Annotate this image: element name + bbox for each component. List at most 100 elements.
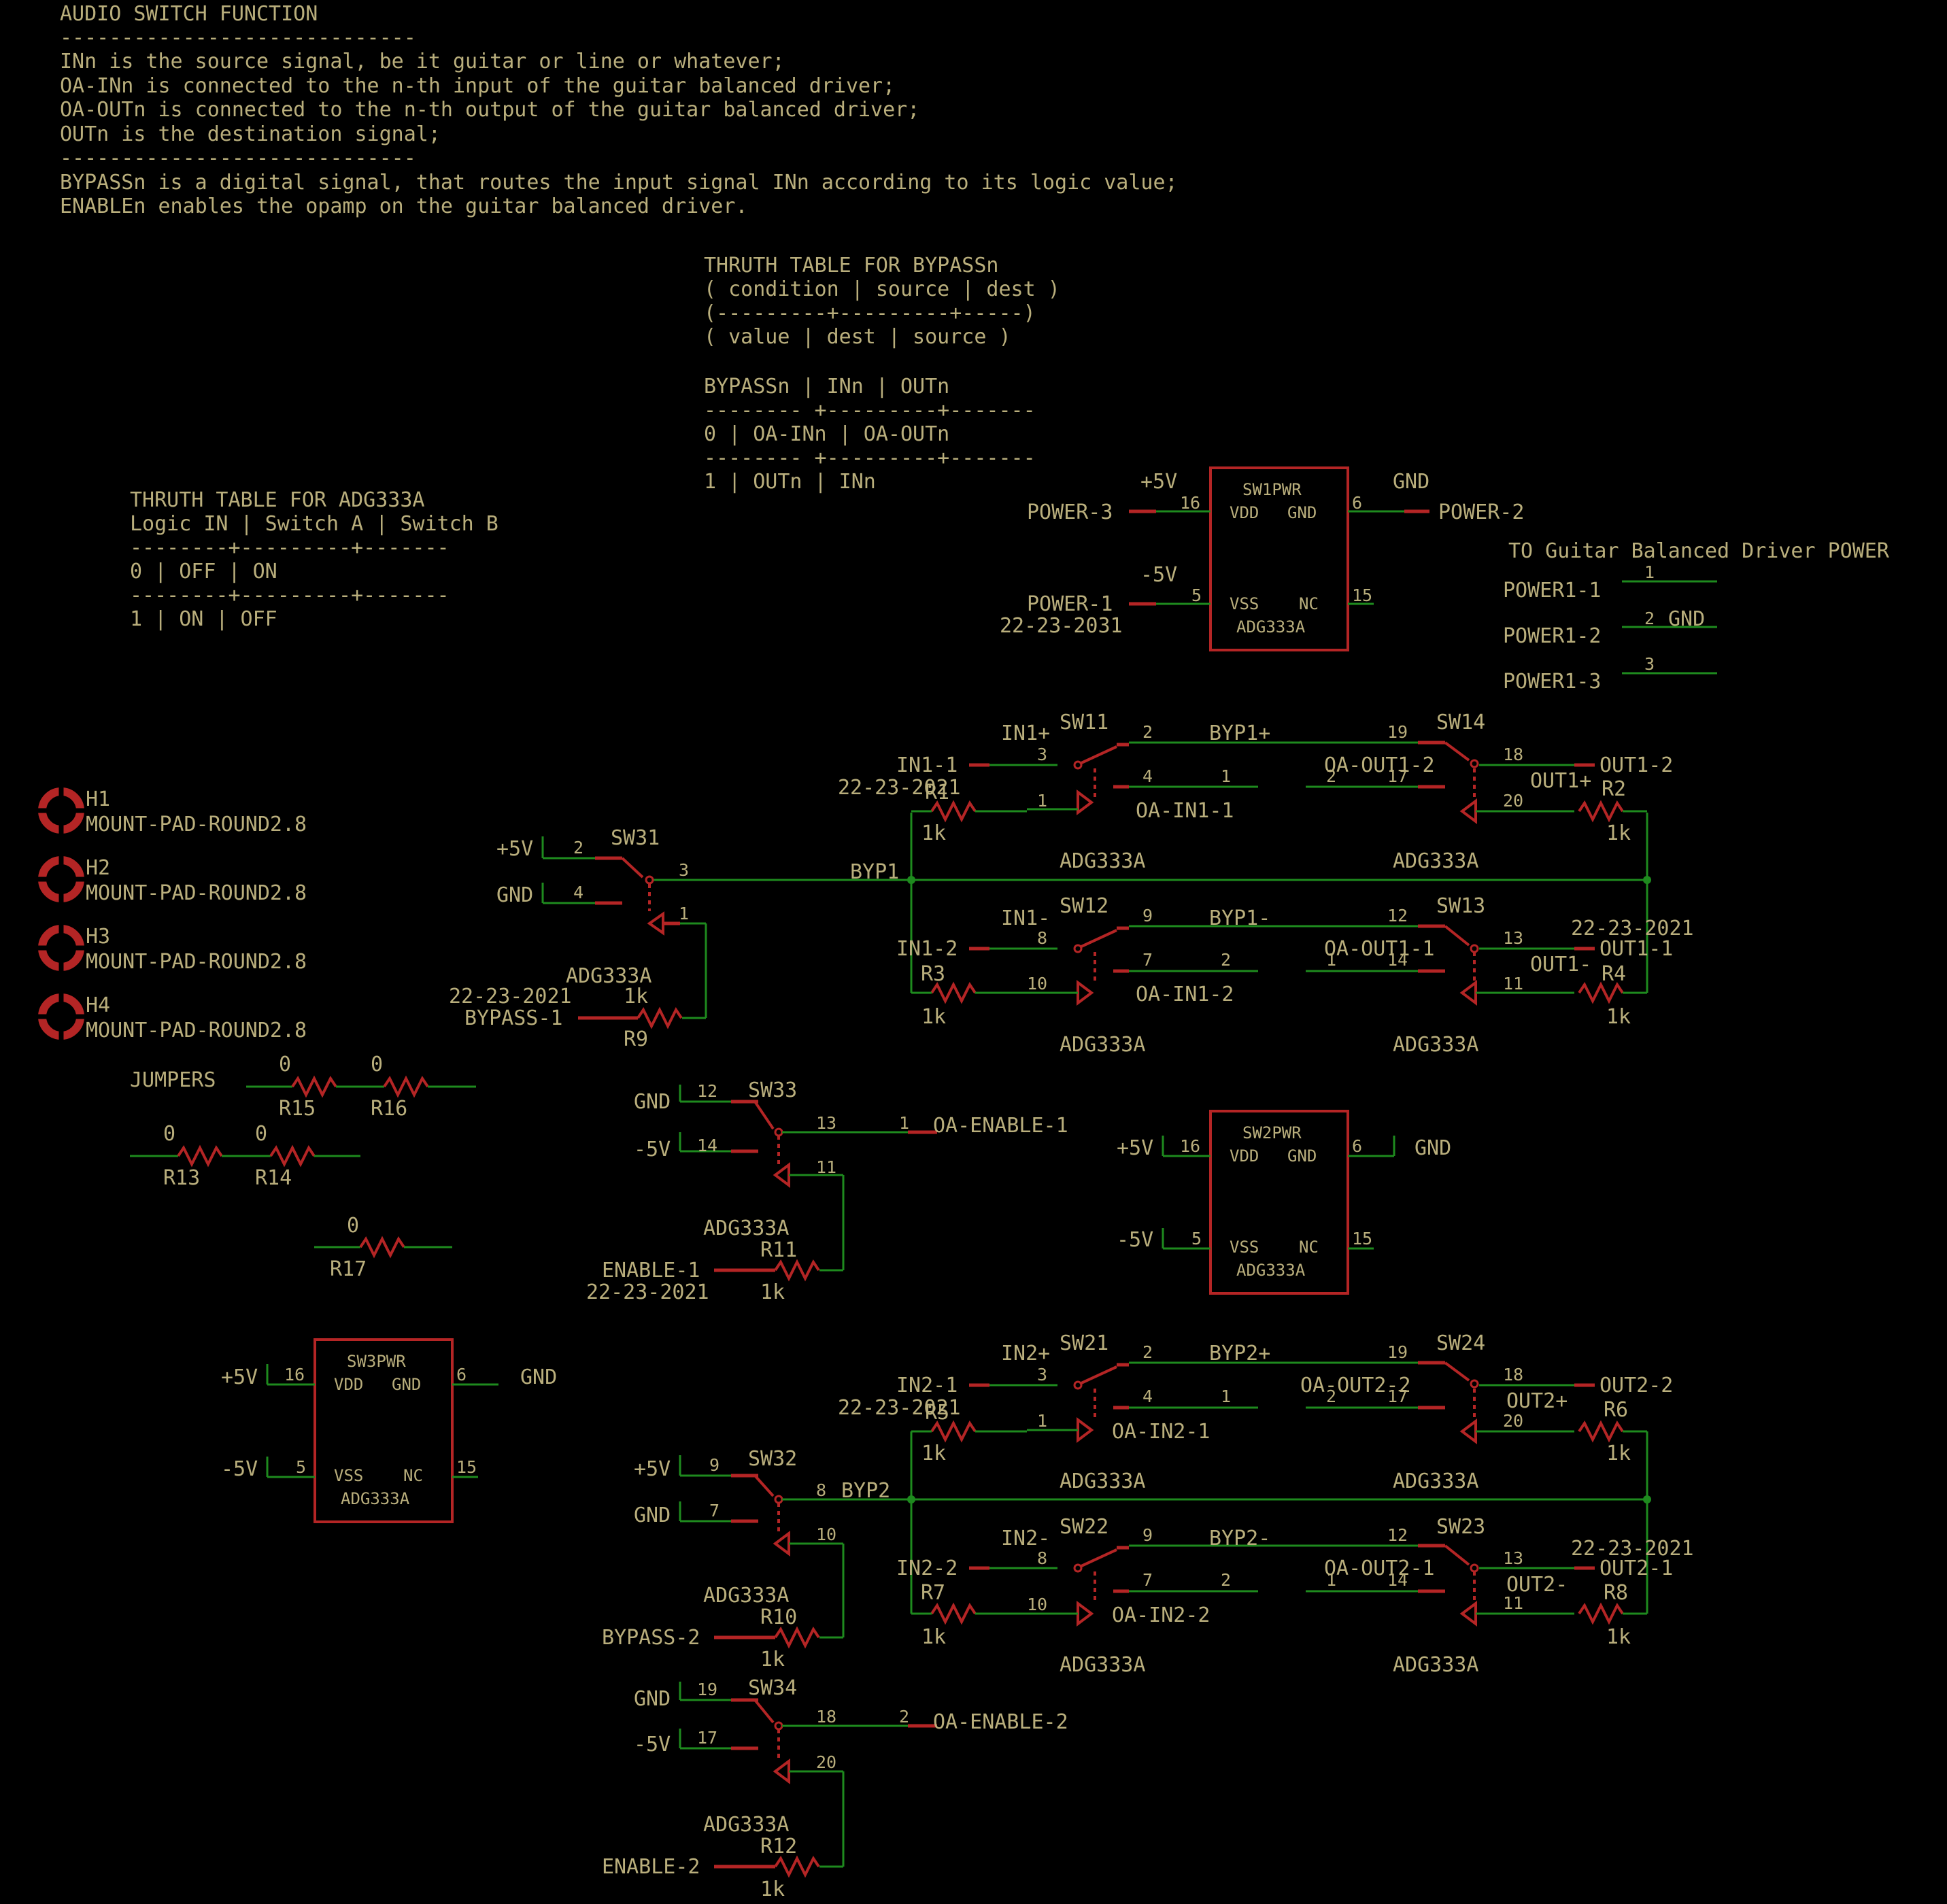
pin-label: VDD bbox=[1230, 1146, 1259, 1166]
table-line: -------- +---------+------- bbox=[704, 398, 1036, 422]
switch-sw34[interactable]: GND -5V 19 17 18 20 2 SW34 OA-ENABLE-2 A… bbox=[602, 1676, 1068, 1901]
table-line: ( value | dest | source ) bbox=[704, 325, 1011, 349]
note-line: OA-INn is connected to the n-th input of… bbox=[60, 74, 895, 98]
mount-value: MOUNT-PAD-ROUND2.8 bbox=[86, 1019, 307, 1042]
pin-num: 1 bbox=[1221, 1387, 1231, 1406]
port-label: OA-OUT1-2 bbox=[1324, 753, 1435, 777]
mount-name: H1 bbox=[86, 787, 110, 811]
pin-num: 1 bbox=[1037, 1411, 1047, 1431]
pin-num: 2 bbox=[573, 838, 583, 857]
chip-sw2pwr[interactable]: SW2PWR VDD GND VSS NC ADG333A 16 6 5 15 … bbox=[1117, 1110, 1451, 1295]
table-line: -------- +---------+------- bbox=[704, 446, 1036, 470]
switch-sw24[interactable]: SW24 19 18 20 2 17 OA-OUT2-2 OUT2-2 OUT2… bbox=[1300, 1331, 1673, 1493]
port-label: POWER-3 bbox=[1027, 500, 1113, 524]
resistor-value: 1k bbox=[921, 1625, 946, 1649]
switch-sw31[interactable]: +5V GND 2 4 3 1 SW31 ADG333A 1k R9 22-23… bbox=[449, 826, 911, 1051]
switch-name: SW12 bbox=[1060, 894, 1108, 918]
net-label: +5V bbox=[1117, 1136, 1153, 1160]
connector-ref: 22-23-2021 bbox=[586, 1280, 709, 1304]
pin-num: 18 bbox=[816, 1707, 836, 1727]
net-label: -5V bbox=[221, 1457, 258, 1481]
pin-num: 16 bbox=[284, 1365, 305, 1384]
pin-num: 6 bbox=[1352, 1136, 1362, 1156]
switch-sw32[interactable]: +5V GND 9 7 8 10 SW32 BYP2 ADG333A R10 1… bbox=[602, 1447, 911, 1671]
table-line: THRUTH TABLE FOR BYPASSn bbox=[704, 254, 998, 277]
pin-num: 1 bbox=[1326, 1570, 1336, 1590]
port-label: OA-ENABLE-1 bbox=[933, 1114, 1068, 1138]
switch-sw12[interactable]: IN1- SW12 IN1-2 R3 1k OA-IN1-2 ADG333A 8… bbox=[896, 894, 1418, 1057]
net-label: OUT1+ bbox=[1530, 769, 1591, 793]
pin-num: 2 bbox=[1221, 950, 1231, 970]
note-line: ----------------------------- bbox=[60, 146, 416, 170]
pin-num: 1 bbox=[1221, 766, 1231, 786]
pin-label: NC bbox=[1299, 594, 1319, 613]
switch-sw22[interactable]: IN2- SW22 IN2-2 R7 1k OA-IN2-2 ADG333A 8… bbox=[896, 1515, 1418, 1677]
jumpers-label: JUMPERS bbox=[130, 1068, 216, 1092]
net-label: +5V bbox=[1140, 470, 1177, 494]
adg333a-truth-table: THRUTH TABLE FOR ADG333A Logic IN | Swit… bbox=[130, 488, 498, 631]
switch-part: ADG333A bbox=[1393, 849, 1478, 873]
connector-ref: 22-23-2021 bbox=[838, 776, 961, 800]
net-label: BYP2+ bbox=[1209, 1342, 1270, 1365]
pin-num: 20 bbox=[1503, 791, 1523, 811]
pin-label: NC bbox=[403, 1466, 423, 1485]
mount-name: H4 bbox=[86, 993, 110, 1017]
port-label: ENABLE-2 bbox=[602, 1855, 700, 1879]
switch-sw33[interactable]: GND -5V 12 14 13 11 1 SW33 OA-ENABLE-1 A… bbox=[586, 1078, 1068, 1304]
net-label: OUT2- bbox=[1506, 1573, 1568, 1597]
net-label: GND bbox=[634, 1687, 671, 1711]
pin-num: 3 bbox=[679, 860, 689, 880]
pin-num: 1 bbox=[1644, 562, 1655, 582]
mount-pad-h2[interactable]: H2 MOUNT-PAD-ROUND2.8 bbox=[37, 855, 307, 905]
port-label: OA-IN1-2 bbox=[1136, 983, 1234, 1006]
switch-name: SW22 bbox=[1060, 1515, 1108, 1539]
port-label: OA-IN2-1 bbox=[1112, 1420, 1210, 1444]
net-label: OUT1- bbox=[1530, 953, 1591, 976]
chip-sw3pwr[interactable]: SW3PWR VDD GND VSS NC ADG333A 16 6 5 15 … bbox=[221, 1338, 557, 1523]
switch-name: SW23 bbox=[1436, 1515, 1485, 1539]
switch-sw23[interactable]: SW23 12 13 11 1 14 OA-OUT2-1 22-23-2021 … bbox=[1306, 1515, 1694, 1677]
pin-num: 19 bbox=[697, 1680, 717, 1699]
switch-name: SW11 bbox=[1060, 711, 1108, 734]
pin-num: 2 bbox=[899, 1707, 909, 1727]
switch-sw13[interactable]: SW13 12 13 11 1 14 OA-OUT1-1 22-23-2021 … bbox=[1306, 894, 1694, 1057]
channel-1: IN1+ SW11 IN1-1 22-23-2021 R1 1k OA-IN1-… bbox=[838, 711, 1694, 1057]
pin-num: 19 bbox=[1387, 1342, 1408, 1362]
chip-sw1pwr[interactable]: SW1PWR VDD GND VSS NC ADG333A 16 6 5 15 … bbox=[1000, 466, 1524, 651]
switch-part: ADG333A bbox=[1060, 1469, 1145, 1493]
net-label: -5V bbox=[634, 1733, 671, 1756]
note-line: ENABLEn enables the opamp on the guitar … bbox=[60, 194, 747, 218]
resistor-value: 1k bbox=[921, 1442, 946, 1465]
net-label: GND bbox=[1415, 1136, 1451, 1160]
pin-num: 1 bbox=[1037, 791, 1047, 811]
jumpers: JUMPERS 0 R15 0 R16 0 R13 0 R14 0 R17 bbox=[130, 1053, 476, 1281]
port-label: OA-OUT2-1 bbox=[1324, 1557, 1435, 1580]
mount-pad-h4[interactable]: H4 MOUNT-PAD-ROUND2.8 bbox=[37, 993, 307, 1042]
switch-sw11[interactable]: IN1+ SW11 IN1-1 22-23-2021 R1 1k OA-IN1-… bbox=[838, 711, 1418, 873]
pin-num: 4 bbox=[573, 883, 583, 902]
net-label: GND bbox=[634, 1090, 671, 1114]
pin-num: 3 bbox=[1037, 1365, 1047, 1384]
connector-title: TO Guitar Balanced Driver POWER bbox=[1508, 539, 1890, 563]
table-line: --------+---------+------- bbox=[130, 583, 450, 607]
switch-sw14[interactable]: SW14 19 18 20 2 17 OA-OUT1-2 OUT1-2 OUT1… bbox=[1306, 711, 1673, 873]
port-label: OUT2-1 bbox=[1599, 1557, 1673, 1580]
pin-num: 8 bbox=[1037, 1548, 1047, 1568]
mount-pad-h1[interactable]: H1 MOUNT-PAD-ROUND2.8 bbox=[37, 787, 307, 836]
mount-pad-h3[interactable]: H3 MOUNT-PAD-ROUND2.8 bbox=[37, 924, 307, 974]
port-label: POWER-2 bbox=[1438, 500, 1524, 524]
switch-name: SW14 bbox=[1436, 711, 1485, 734]
switch-sw21[interactable]: IN2+ SW21 IN2-1 22-23-2021 R5 1k OA-IN2-… bbox=[838, 1331, 1418, 1493]
table-line: --------+---------+------- bbox=[130, 536, 450, 560]
pin-label: VSS bbox=[1230, 594, 1259, 613]
pin-num: 10 bbox=[1027, 1595, 1047, 1614]
resistor-value: 1k bbox=[760, 1877, 785, 1901]
note-line: OA-OUTn is connected to the n-th output … bbox=[60, 98, 919, 122]
net-label: +5V bbox=[634, 1457, 671, 1481]
port-label: OA-IN1-1 bbox=[1136, 799, 1234, 823]
table-line: Logic IN | Switch A | Switch B bbox=[130, 512, 498, 536]
pin-num: 2 bbox=[1326, 1387, 1336, 1406]
connector-ref: 22-23-2021 bbox=[1571, 917, 1694, 940]
jumper-value: 0 bbox=[371, 1053, 383, 1076]
